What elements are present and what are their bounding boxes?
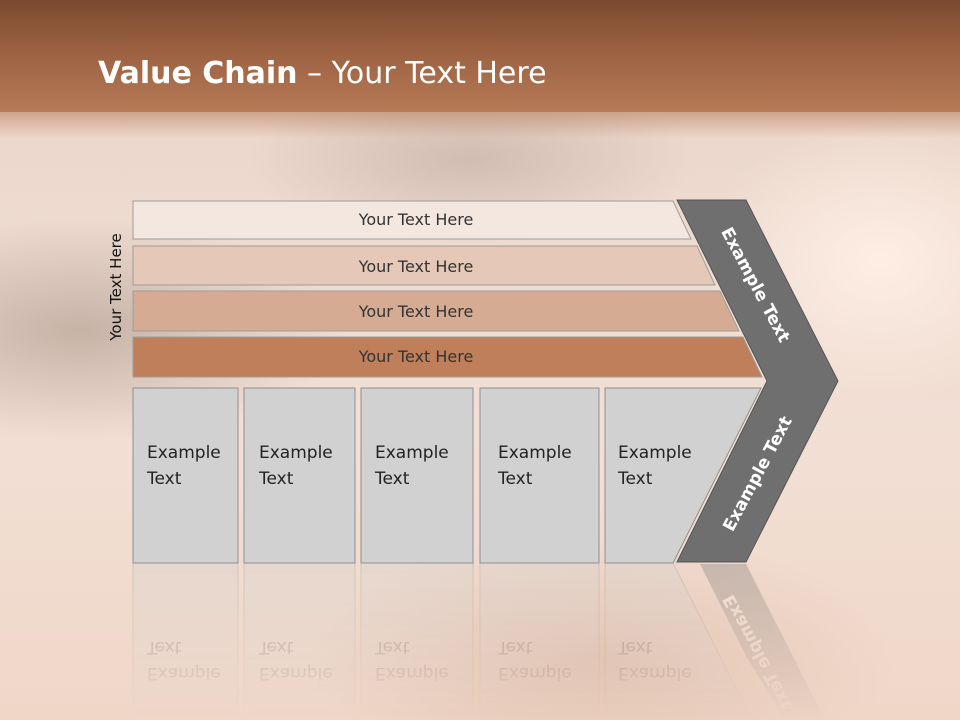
- reflection-box-1: [132, 562, 239, 720]
- bar-4-label: Your Text Here: [358, 347, 474, 366]
- reflection-box-2: [243, 562, 356, 720]
- activity-box-1-shape: [132, 387, 239, 564]
- bar-row-1[interactable]: Your Text Here: [132, 200, 692, 240]
- reflection-box-3-line1: Example: [375, 663, 449, 683]
- reflection-box-4: [479, 562, 600, 720]
- activity-box-1[interactable]: Example Text: [132, 387, 239, 564]
- activity-box-1-line1: Example: [147, 443, 221, 463]
- bar-1-shape: [132, 200, 692, 240]
- bar-1-label: Your Text Here: [358, 210, 474, 229]
- activity-box-2-line1: Example: [259, 443, 333, 463]
- slide-title[interactable]: Value Chain – Your Text Here: [98, 54, 547, 94]
- reflection-box-1-line1: Example: [147, 663, 221, 683]
- reflection-chevron: [677, 564, 826, 720]
- activity-box-1-line2: Text: [146, 469, 182, 489]
- reflection-box-1-line2: Text: [146, 637, 182, 657]
- activity-box-3[interactable]: Example Text: [360, 387, 474, 564]
- activity-box-2[interactable]: Example Text: [243, 387, 356, 564]
- bar-2-label: Your Text Here: [358, 257, 474, 276]
- reflection-box-3: [360, 562, 474, 720]
- chevron-shape: [676, 199, 839, 563]
- reflection-box-5-line2: Text: [617, 637, 653, 657]
- activity-box-3-line2: Text: [374, 469, 410, 489]
- activity-box-4-line2: Text: [497, 469, 533, 489]
- bar-3-shape: [132, 290, 740, 332]
- activity-box-4[interactable]: Example Text: [479, 387, 600, 564]
- reflection-box-3-line2: Text: [374, 637, 410, 657]
- bar-2-shape: [132, 245, 716, 286]
- bar-row-3[interactable]: Your Text Here: [132, 290, 740, 332]
- activity-box-3-shape: [360, 387, 474, 564]
- activity-box-5-line1: Example: [618, 443, 692, 463]
- reflection-box-2-line1: Example: [259, 663, 333, 683]
- activity-box-5-line2: Text: [617, 469, 653, 489]
- reflection-box-4-line2: Text: [497, 637, 533, 657]
- bar-row-2[interactable]: Your Text Here: [132, 245, 716, 286]
- reflection-box-5: [604, 562, 753, 720]
- activity-box-2-shape: [243, 387, 356, 564]
- title-band: [0, 0, 960, 138]
- title-rest-part: – Your Text Here: [297, 56, 547, 91]
- bar-3-label: Your Text Here: [358, 302, 474, 321]
- title-bold-part: Value Chain: [98, 56, 298, 91]
- activity-box-2-line2: Text: [258, 469, 294, 489]
- reflection-box-2-line2: Text: [258, 637, 294, 657]
- activity-box-4-shape: [479, 387, 600, 564]
- reflection-box-5-line1: Example: [618, 663, 692, 683]
- activity-box-4-line1: Example: [498, 443, 572, 463]
- bar-row-4[interactable]: Your Text Here: [132, 336, 763, 378]
- activity-box-3-line1: Example: [375, 443, 449, 463]
- reflection-box-4-line1: Example: [498, 663, 572, 683]
- bar-4-shape: [132, 336, 763, 378]
- reflection: Example Text Example Text Example Text E…: [132, 562, 826, 720]
